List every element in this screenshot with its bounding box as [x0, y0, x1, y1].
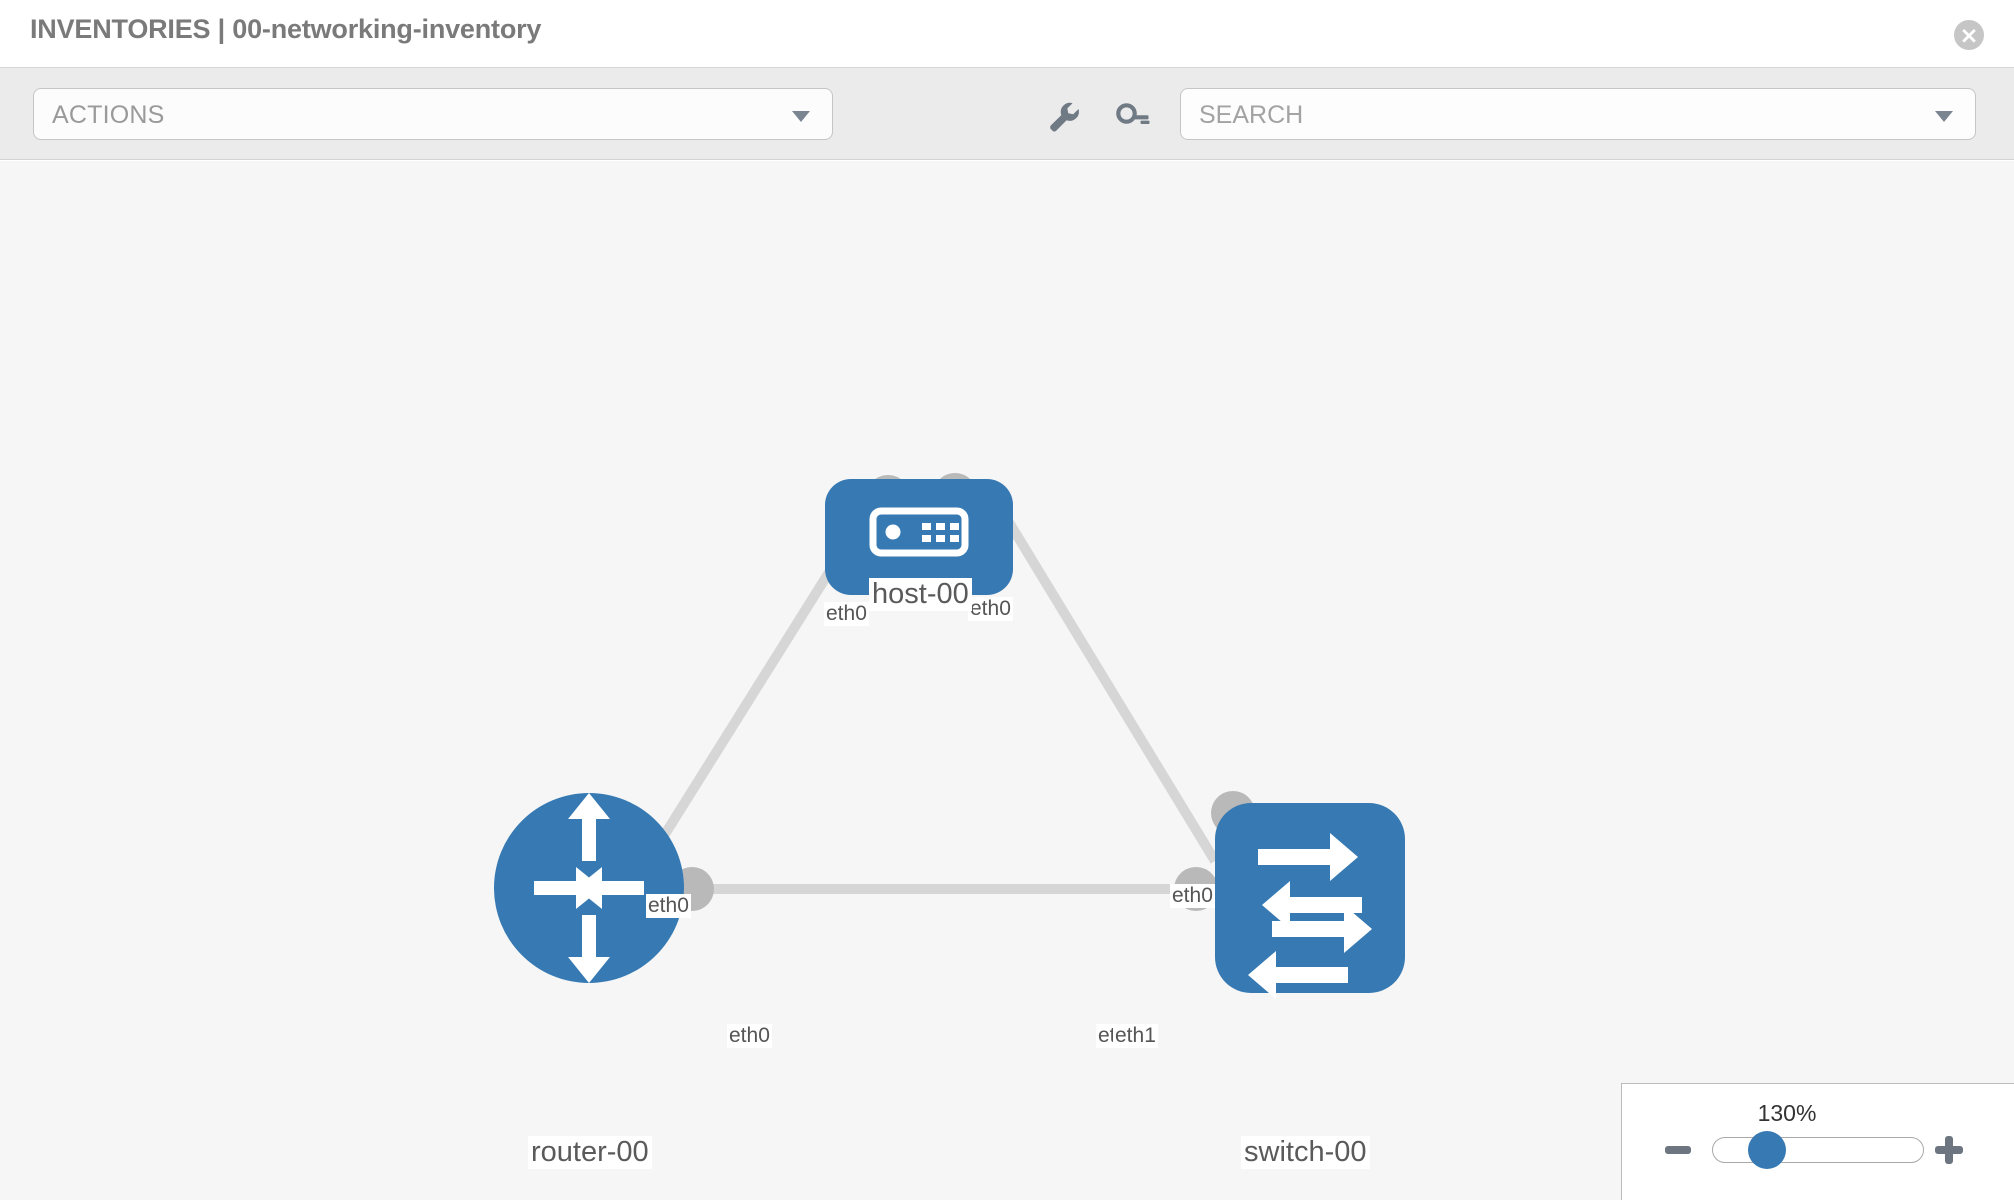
zoom-slider-thumb[interactable]	[1748, 1131, 1786, 1169]
iface-label: eth1	[1113, 1024, 1158, 1048]
link-host-switch[interactable]	[985, 488, 1220, 864]
iface-label: eth0	[646, 894, 691, 918]
zoom-slider-track[interactable]	[1712, 1137, 1924, 1163]
search-input[interactable]: SEARCH	[1180, 88, 1976, 140]
topology-graph	[494, 473, 1405, 999]
iface-label: eth0	[824, 602, 869, 626]
chevron-down-icon	[792, 111, 810, 122]
iface-label: eth0	[968, 597, 1013, 621]
key-button[interactable]	[1112, 96, 1152, 136]
router-arrows-icon	[534, 793, 644, 983]
wrench-button[interactable]	[1043, 96, 1083, 136]
node-label-switch-00: switch-00	[1241, 1136, 1370, 1169]
switch-arrows-icon	[1248, 833, 1372, 999]
node-label-router-00: router-00	[528, 1136, 652, 1169]
close-button[interactable]	[1954, 20, 1984, 50]
chevron-down-icon	[1935, 111, 1953, 122]
page-title: INVENTORIES | 00-networking-inventory	[30, 14, 542, 44]
topology-canvas[interactable]: eth0 eth0 eth0 eth0 eth0 etl eth1 host-0…	[0, 161, 2014, 1200]
key-icon	[1116, 103, 1150, 124]
actions-dropdown-label: ACTIONS	[52, 101, 165, 129]
node-label-host-00: host-00	[869, 578, 972, 611]
zoom-in-button[interactable]	[1935, 1136, 1963, 1164]
page-header: INVENTORIES | 00-networking-inventory	[0, 0, 2014, 68]
host-node-shape[interactable]	[825, 479, 1013, 595]
iface-label: eth0	[1170, 884, 1215, 908]
zoom-control-panel: 130%	[1621, 1083, 2014, 1200]
close-icon	[1962, 29, 1976, 43]
zoom-percent-label: 130%	[1757, 1100, 1817, 1126]
server-icon	[869, 507, 969, 557]
node-router-00[interactable]	[494, 793, 684, 983]
actions-dropdown[interactable]: ACTIONS	[33, 88, 833, 140]
wrench-icon	[1050, 102, 1079, 132]
node-switch-00[interactable]	[1215, 803, 1405, 999]
search-placeholder: SEARCH	[1199, 101, 1304, 129]
node-host-00[interactable]	[825, 479, 1013, 595]
toolbar: ACTIONS SEARCH	[0, 68, 2014, 160]
zoom-out-button[interactable]	[1665, 1146, 1691, 1154]
iface-label: eth0	[727, 1024, 772, 1048]
